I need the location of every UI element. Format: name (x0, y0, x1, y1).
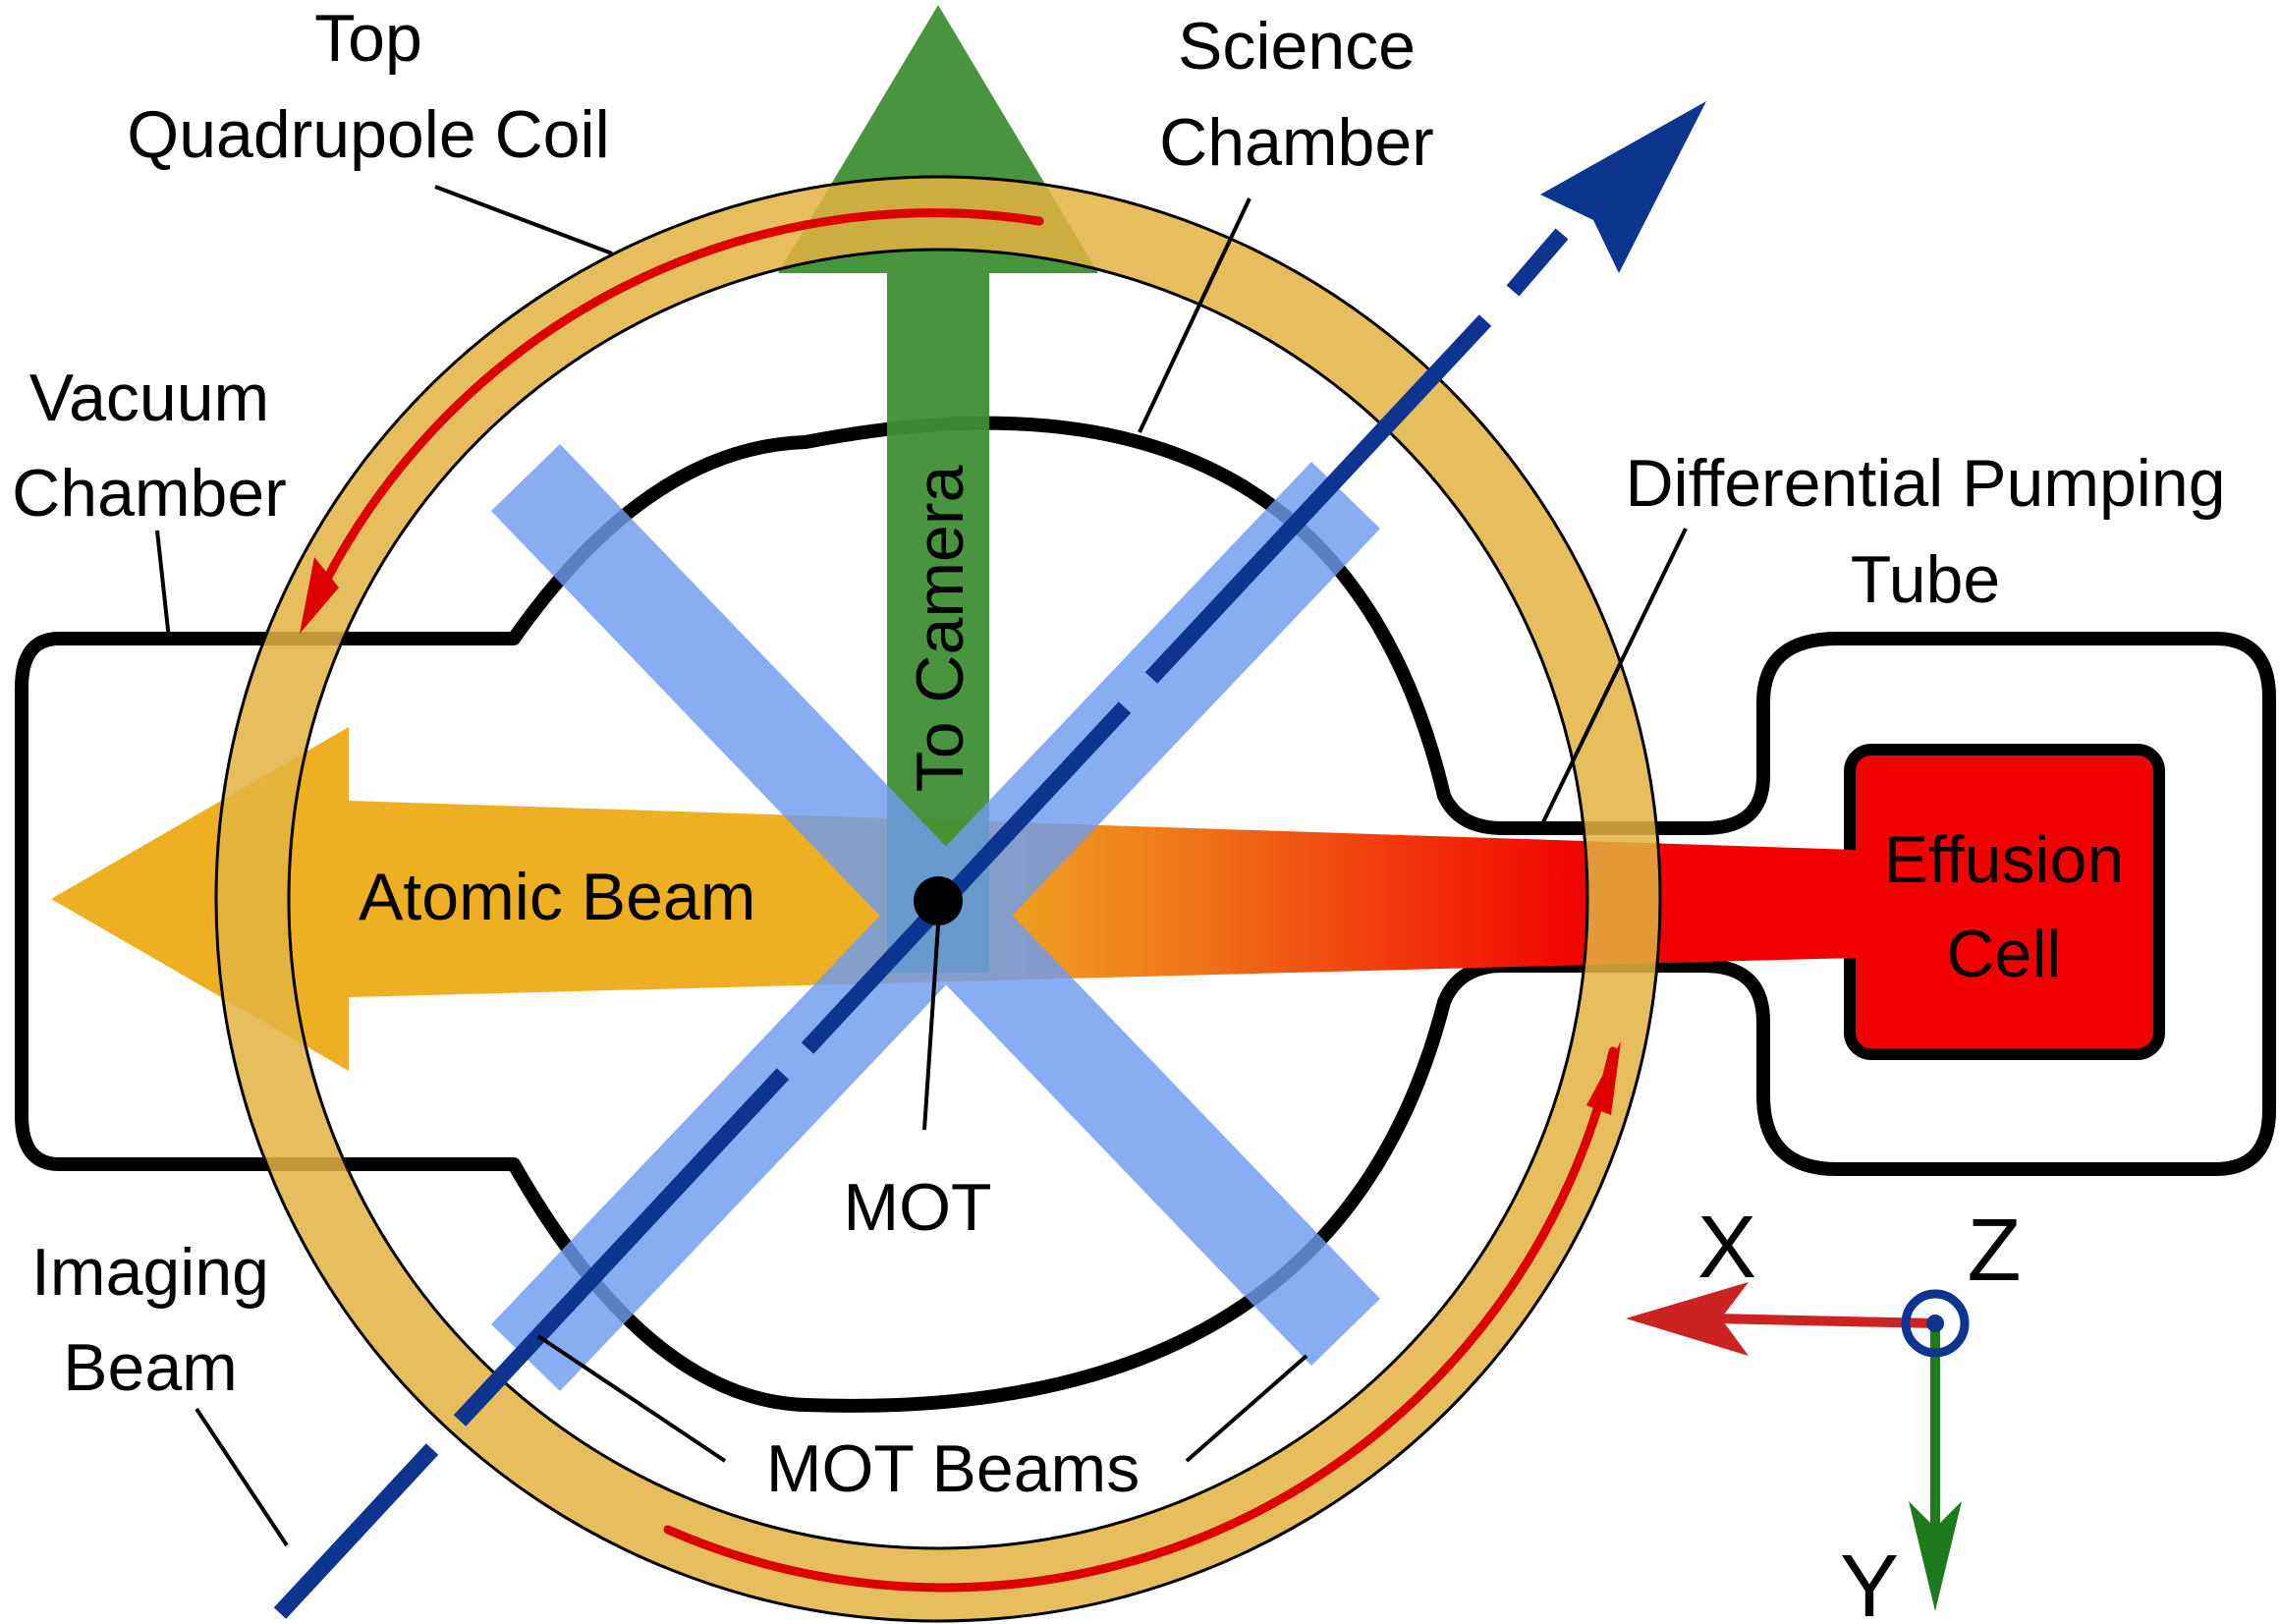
label-to-camera: To Camera (903, 466, 977, 793)
leader-imaging-beam (195, 1407, 289, 1547)
coil-current-arc-top (309, 208, 1044, 609)
leader-top-coil (434, 185, 613, 255)
y-axis-label: Y (1840, 1538, 1899, 1624)
imaging-beam-seg-5 (1506, 228, 1569, 297)
z-axis-circle (1901, 1289, 1970, 1358)
z-axis-label: Z (1968, 1202, 2022, 1300)
label-imaging-beam-line1: Imaging (31, 1235, 269, 1310)
imaging-beam-seg-4 (1144, 314, 1492, 684)
imaging-beam-seg-3 (801, 701, 1132, 1054)
label-mot: MOT (843, 1170, 991, 1245)
leader-vacuum-chamber (155, 530, 171, 640)
label-imaging-beam-line2: Beam (63, 1330, 238, 1405)
imaging-beam-seg-2 (453, 1068, 790, 1427)
label-effusion-cell-line1: Effusion (1884, 822, 2124, 897)
leader-mot (922, 924, 940, 1131)
label-top-coil-line1: Top (314, 1, 422, 76)
effusion-cell (1844, 744, 2165, 1060)
label-vacuum-chamber-line2: Chamber (12, 456, 287, 531)
y-axis-arrowhead (1909, 1501, 1962, 1611)
z-axis-dot (1926, 1315, 1944, 1332)
coil-current-head-top (300, 557, 339, 634)
leader-lines (155, 185, 1688, 1547)
coil-current-head-bottom (1586, 1041, 1621, 1115)
label-mot-beams: MOT Beams (766, 1431, 1140, 1506)
label-science-chamber-line2: Chamber (1159, 105, 1434, 180)
coil-ring-outer-edge (214, 175, 1662, 1623)
coil-ring-inner-edge (287, 248, 1589, 1550)
leader-mot-beams-left (536, 1334, 727, 1463)
label-effusion-cell-line2: Cell (1946, 917, 2061, 991)
label-atomic-beam: Atomic Beam (359, 860, 755, 934)
mot-dot (914, 876, 963, 925)
label-top-coil-line2: Quadrupole Coil (127, 97, 609, 172)
leader-science-chamber (1138, 197, 1251, 433)
imaging-beam (273, 228, 1569, 1619)
leader-differential-pumping (1538, 528, 1688, 829)
label-vacuum-chamber-line1: Vacuum (29, 361, 269, 435)
imaging-beam-arrowhead (1540, 101, 1706, 273)
coil-current-arc-bottom (663, 1046, 1618, 1593)
coil-current-arrows (309, 208, 1618, 1593)
x-axis-arrowhead (1626, 1282, 1749, 1356)
vacuum-chamber-outline (15, 416, 2276, 1413)
leader-mot-beams-right (1185, 1354, 1308, 1463)
coordinate-axes: X Y Z (1626, 1199, 2021, 1624)
x-axis-line (1713, 1314, 1936, 1328)
label-science-chamber-line1: Science (1178, 9, 1416, 84)
imaging-beam-seg-1 (273, 1443, 439, 1619)
x-axis-label: X (1697, 1199, 1756, 1297)
coil-current-arrowheads (300, 557, 1621, 1115)
label-differential-pumping-line2: Tube (1851, 542, 2000, 617)
label-differential-pumping-line1: Differential Pumping (1625, 446, 2225, 521)
